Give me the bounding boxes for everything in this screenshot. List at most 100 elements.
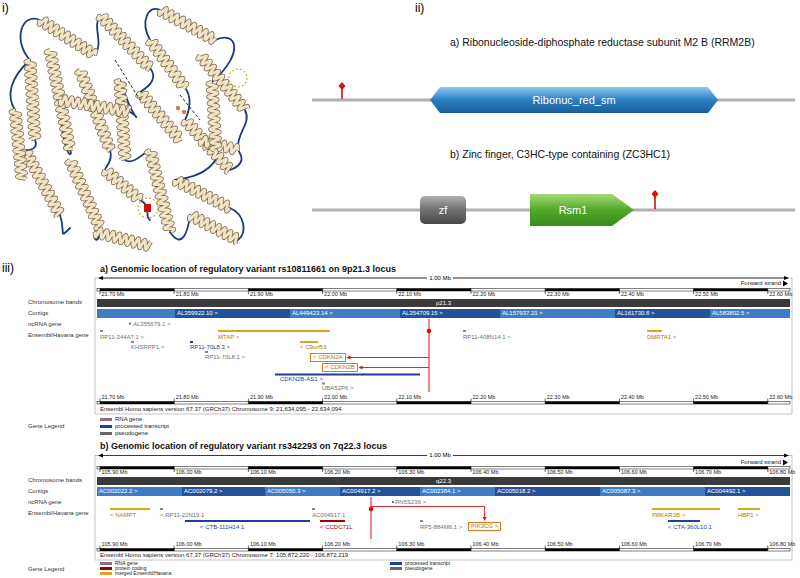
ruler-segment: [397, 467, 471, 470]
node-text: q22.3: [436, 477, 451, 485]
track-name: Ensembl/Havana gene: [28, 510, 89, 517]
ruler-tick: [767, 467, 768, 473]
contig-segment: AC002079.2 >: [182, 487, 265, 496]
ruler-segment: [397, 402, 471, 405]
helix-outline: [103, 170, 141, 200]
node-text: AC002022.2 >: [99, 487, 138, 496]
ruler-tick: [248, 399, 249, 405]
ruler-segment: [545, 549, 619, 552]
ruler-tick: [619, 289, 620, 295]
alpha-helix: [67, 160, 103, 229]
dashed-gap: [180, 95, 200, 120]
ruler-tick: [693, 467, 694, 473]
ruler-tick: [693, 289, 694, 295]
gene-label: < RP11-22N19.1: [160, 512, 204, 519]
helix-outline: [95, 229, 151, 250]
alpha-helix: [95, 229, 151, 250]
contig-segment: AL161730.8 >: [615, 309, 710, 318]
legend-text: RNA gene: [115, 416, 142, 422]
gene-label: RP11-344A7.1 >: [100, 334, 144, 341]
info-text: Forward strand: [741, 280, 781, 287]
highlight-circle: [229, 69, 247, 87]
scale-label: 1.00 Mb: [427, 452, 453, 459]
ruler-tick: [396, 546, 397, 552]
node-text: AC002079.2 >: [184, 487, 223, 496]
helix-outline: [60, 96, 130, 115]
zinc-finger-domain: zf: [420, 196, 466, 224]
protein-title: b) Zinc finger, C3HC-type containing (ZC…: [450, 148, 670, 160]
ruler-label: 22.10 Mb: [398, 291, 421, 297]
alpha-helix: [147, 40, 187, 88]
variant-leader: [350, 357, 429, 358]
chromosome-band: q22.3: [97, 477, 790, 485]
ruler-tick: [322, 467, 323, 473]
ruler-label: 22.60 Mb: [769, 291, 792, 297]
ligand-atom: [182, 110, 186, 114]
gene-bar: [275, 374, 420, 376]
contig-segment: AC005087.3 >: [600, 487, 705, 496]
ruler-tick: [248, 467, 249, 473]
scale-arrowhead: [784, 454, 789, 458]
gene-label: RP11-70L8.1 >: [205, 354, 245, 361]
track-name: Contigs: [28, 310, 48, 317]
node-text: AL354709.15 >: [402, 309, 443, 318]
ruler-label: 106.00 Mb: [176, 469, 202, 475]
ruler-label: 106.60 Mb: [621, 541, 647, 547]
gene-bar: [129, 323, 131, 325]
protein-loop: [140, 68, 153, 92]
ruler-tick: [693, 546, 694, 552]
alpha-helix: [138, 92, 182, 141]
variant-pin-head: [652, 190, 659, 198]
ruler-segment: [694, 402, 768, 405]
ruler-label: 106.10 Mb: [250, 469, 276, 475]
gene-label: AC004917.1: [312, 512, 345, 519]
highlighted-gene-box: < CDKN2A: [310, 353, 346, 362]
gene-label: MTAP >: [218, 334, 239, 341]
ruler-tick: [174, 399, 175, 405]
gene-label: < CTA-360L10.1: [668, 524, 712, 531]
contig-segment: [97, 309, 175, 318]
legend-text: merged Ensembl/Havana: [115, 570, 171, 576]
ruler-tick: [396, 289, 397, 295]
node-text: AL449423.14 >: [292, 309, 333, 318]
node-text: < CDKN2B: [325, 364, 355, 371]
node-text: < CDKN2A: [313, 354, 343, 361]
alpha-helix: [189, 213, 237, 243]
protein-title: a) Ribonucleoside-diphosphate reductase …: [450, 36, 755, 48]
contig-segment: AC005018.2 >: [495, 487, 600, 496]
ruler-label: 106.10 Mb: [250, 541, 276, 547]
scale-arrowhead: [98, 454, 103, 458]
gene-bar: [205, 351, 208, 353]
track-name: Chromosome bands: [28, 477, 82, 484]
alpha-helix: [26, 60, 40, 140]
node-text: AL583802.5 >: [712, 309, 750, 318]
ruler-label: 106.30 Mb: [398, 469, 424, 475]
ruler-segment: [694, 549, 768, 552]
ruler-label: 106.70 Mb: [695, 469, 721, 475]
gene-bar: [668, 520, 700, 522]
panel-label: iii): [2, 262, 14, 276]
gene-label: < C9orf53: [300, 344, 327, 351]
ruler-segment: [248, 549, 322, 552]
ruler-segment: [545, 402, 619, 405]
legend-swatch: [100, 572, 112, 575]
rsm1-domain: Rsm1: [530, 192, 634, 228]
legend-entry: pseudogene: [390, 566, 433, 572]
contig-segment: AC002022.2 >: [97, 487, 182, 496]
node-text: AL161730.8 >: [617, 309, 655, 318]
gene-bar: [312, 508, 315, 510]
scale-arrowhead: [784, 276, 789, 280]
contig-segment: AL354709.15 >: [400, 309, 500, 318]
ruler-tick: [471, 467, 472, 473]
ruler-label: 22.50 Mb: [695, 291, 718, 297]
ruler-label: 21.80 Mb: [176, 394, 199, 400]
legend-text: processed transcript: [115, 423, 169, 429]
ruler-bar: [97, 402, 790, 405]
protein-structure: [10, 8, 247, 249]
ruler-label: 106.40 Mb: [473, 541, 499, 547]
ruler-tick: [396, 467, 397, 473]
ruler-label: 106.80 Mb: [769, 469, 795, 475]
ruler-tick: [545, 399, 546, 405]
legend-entry: merged Ensembl/Havana: [100, 571, 171, 577]
